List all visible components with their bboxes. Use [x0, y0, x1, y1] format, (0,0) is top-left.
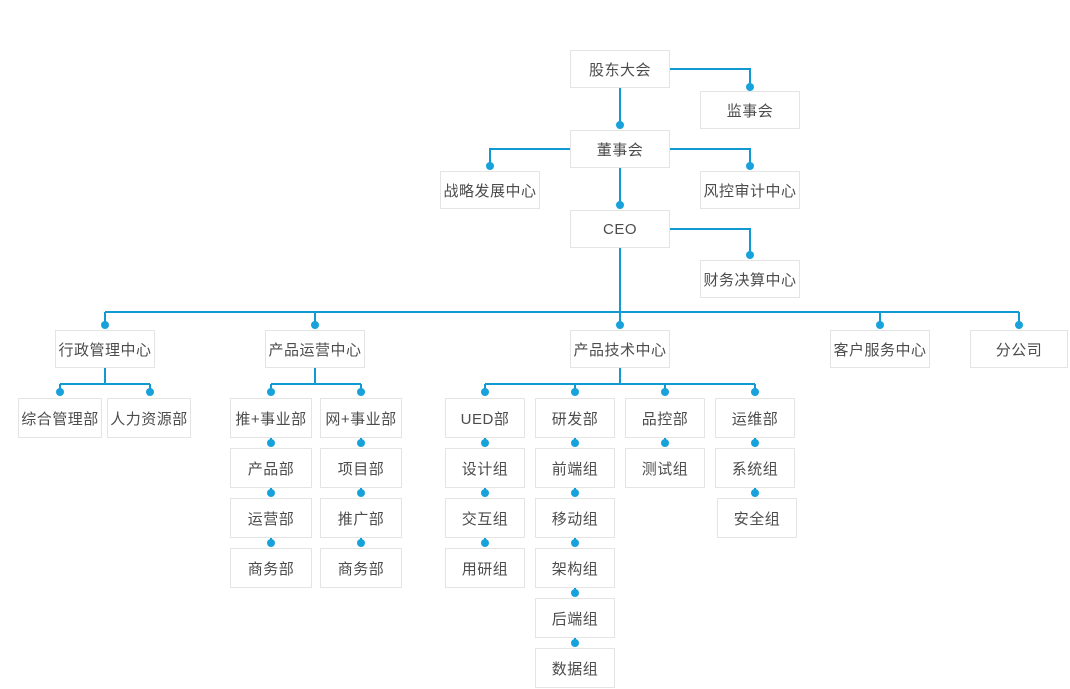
org-node-rd: 研发部	[535, 398, 615, 438]
org-node-backend-group: 后端组	[535, 598, 615, 638]
org-node-business-dept-tui: 商务部	[230, 548, 312, 588]
org-node-security-group: 安全组	[717, 498, 797, 538]
org-node-interaction-group: 交互组	[445, 498, 525, 538]
org-node-project-dept: 项目部	[320, 448, 402, 488]
org-node-admin: 行政管理中心	[55, 330, 155, 368]
org-node-mobile-group: 移动组	[535, 498, 615, 538]
org-node-product-dept: 产品部	[230, 448, 312, 488]
org-node-ued: UED部	[445, 398, 525, 438]
org-node-service: 客户服务中心	[830, 330, 930, 368]
org-node-finance: 财务决算中心	[700, 260, 800, 298]
org-node-branch: 分公司	[970, 330, 1068, 368]
org-node-board: 董事会	[570, 130, 670, 168]
org-node-risk: 风控审计中心	[700, 171, 800, 209]
org-node-ops: 运维部	[715, 398, 795, 438]
org-node-wang-division: 网+事业部	[320, 398, 402, 438]
connector-dots	[56, 83, 1023, 647]
org-node-data-group: 数据组	[535, 648, 615, 688]
org-node-system-group: 系统组	[715, 448, 795, 488]
org-node-architecture-group: 架构组	[535, 548, 615, 588]
org-node-supervisory: 监事会	[700, 91, 800, 129]
org-node-tech: 产品技术中心	[570, 330, 670, 368]
org-node-frontend-group: 前端组	[535, 448, 615, 488]
org-node-test-group: 测试组	[625, 448, 705, 488]
org-node-tui-division: 推+事业部	[230, 398, 312, 438]
org-node-user-research-group: 用研组	[445, 548, 525, 588]
org-node-ceo: CEO	[570, 210, 670, 248]
org-node-operations-dept: 运营部	[230, 498, 312, 538]
org-node-promotion-dept: 推广部	[320, 498, 402, 538]
org-node-business-dept-wang: 商务部	[320, 548, 402, 588]
org-node-qc: 品控部	[625, 398, 705, 438]
org-node-general-affairs: 综合管理部	[18, 398, 102, 438]
org-node-design-group: 设计组	[445, 448, 525, 488]
org-node-strategy: 战略发展中心	[440, 171, 540, 209]
org-node-shareholders: 股东大会	[570, 50, 670, 88]
org-node-operation: 产品运营中心	[265, 330, 365, 368]
org-node-hr: 人力资源部	[107, 398, 191, 438]
